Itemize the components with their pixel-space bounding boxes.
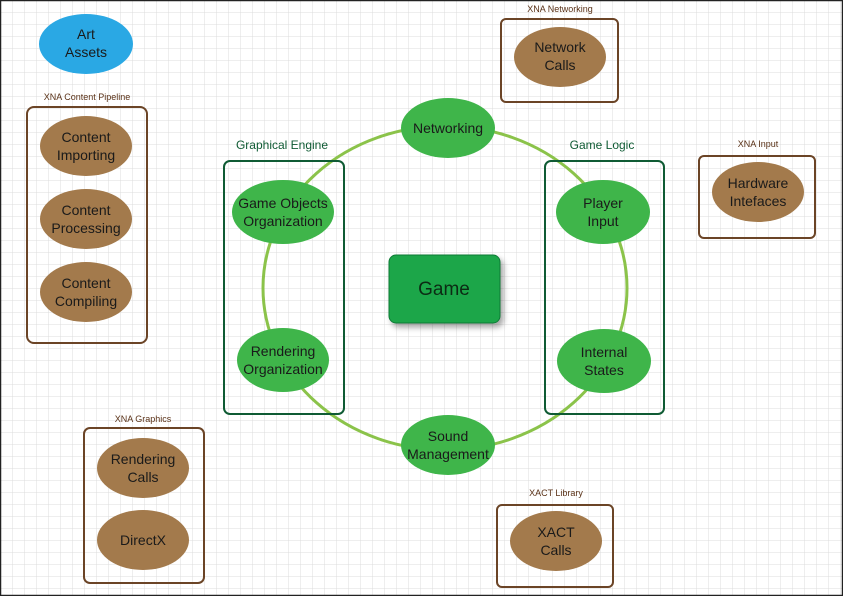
content-pipeline-frame [26,106,148,344]
content-compiling-line1: Content [61,275,110,291]
sound-node-line2: Management [407,446,489,462]
xna-networking-label: XNA Networking [527,4,593,14]
networking-node: Networking [401,98,495,158]
directx-label: DirectX [120,532,167,548]
directx-node: DirectX [97,510,189,570]
content-processing-line1: Content [61,202,110,218]
xact-calls-node: XACT Calls [510,511,602,571]
rendering-org-line2: Organization [243,361,322,377]
network-calls-line2: Calls [544,57,575,73]
rendering-calls-line2: Calls [127,469,158,485]
networking-node-label: Networking [413,120,483,136]
internal-states-line1: Internal [581,344,628,360]
internal-states-node: Internal States [557,329,651,393]
xna-networking-frame [500,18,619,103]
player-input-line2: Input [587,213,618,229]
content-processing-line2: Processing [51,220,120,236]
game-objects-line1: Game Objects [238,195,327,211]
xact-library-label: XACT Library [529,488,583,498]
xna-input-library: XNA Input Hardware Intefaces [698,139,816,239]
content-importing-node: Content Importing [40,116,132,176]
art-assets-line2: Assets [65,44,107,60]
content-compiling-node: Content Compiling [40,262,132,322]
art-assets-node: Art Assets [39,14,133,74]
sound-node-line1: Sound [428,428,468,444]
game-box-label: Game [418,279,470,300]
rendering-org-line1: Rendering [251,343,316,359]
hardware-interfaces-line1: Hardware [728,175,789,191]
xna-input-frame [698,155,816,239]
graphical-engine-group [223,160,345,415]
internal-states-line2: States [584,362,624,378]
xna-graphics-label: XNA Graphics [115,414,172,424]
game-logic-label: Game Logic [570,138,635,152]
art-assets-line1: Art [77,26,95,42]
xna-graphics-frame [83,427,205,584]
player-input-line1: Player [583,195,623,211]
content-importing-line2: Importing [57,147,115,163]
rendering-calls-line1: Rendering [111,451,176,467]
xact-library-frame [496,504,614,588]
xact-calls-line1: XACT [537,524,575,540]
hardware-interfaces-node: Hardware Intefaces [712,162,804,222]
content-processing-node: Content Processing [40,189,132,249]
xact-calls-line2: Calls [540,542,571,558]
xna-input-label: XNA Input [738,139,779,149]
game-objects-organization-node: Game Objects Organization [232,180,334,244]
content-compiling-line2: Compiling [55,293,117,309]
xact-library: XACT Library XACT Calls [496,488,614,588]
game-logic-group [544,160,665,415]
xna-graphics-library: XNA Graphics Rendering Calls DirectX [83,414,205,584]
xna-networking-library: XNA Networking Network Calls [500,4,619,103]
network-calls-line1: Network [534,39,586,55]
network-calls-node: Network Calls [514,27,606,87]
game-objects-line2: Organization [243,213,322,229]
content-pipeline-label: XNA Content Pipeline [44,92,131,102]
content-pipeline-library: XNA Content Pipeline Content Importing C… [26,92,148,344]
player-input-node: Player Input [556,180,650,244]
rendering-organization-node: Rendering Organization [237,328,329,392]
content-importing-line1: Content [61,129,110,145]
rendering-calls-node: Rendering Calls [97,438,189,498]
game-box: Game [388,254,501,324]
sound-management-node: Sound Management [401,415,495,475]
graphical-engine-label: Graphical Engine [236,138,328,152]
hardware-interfaces-line2: Intefaces [730,193,787,209]
